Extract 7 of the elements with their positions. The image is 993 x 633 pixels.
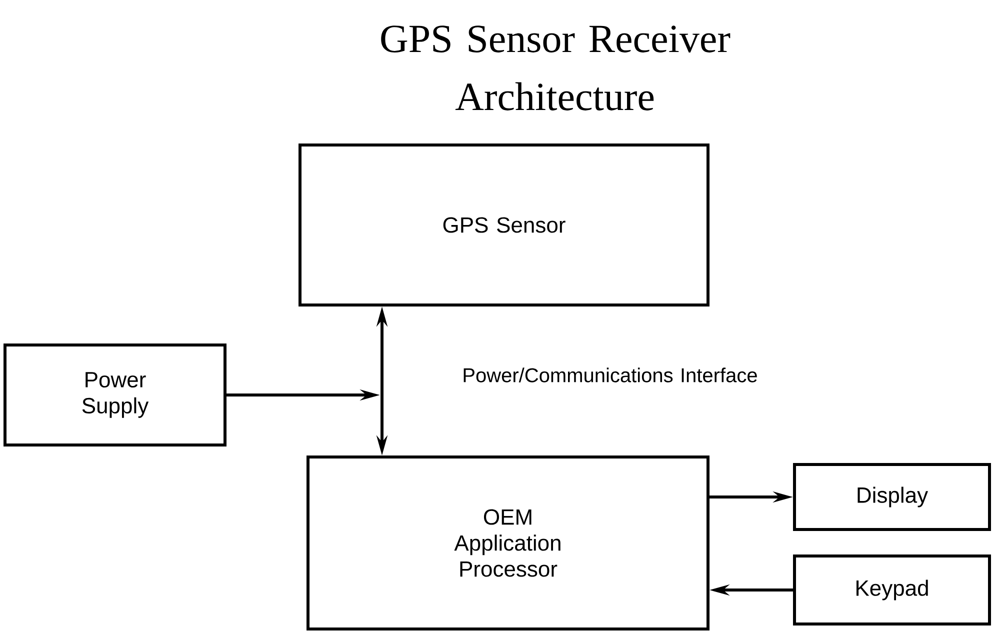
- block-box: Power Supply: [4, 344, 226, 446]
- block-box: Keypad: [793, 554, 991, 626]
- title: GPS Sensor Receiver Architecture: [381, 26, 730, 110]
- edge-label: Power/Communications Interface: [464, 368, 757, 382]
- block-box: OEM Application Processor: [306, 456, 710, 630]
- block-box: Display: [793, 463, 991, 531]
- block-box: GPS Sensor: [298, 144, 710, 306]
